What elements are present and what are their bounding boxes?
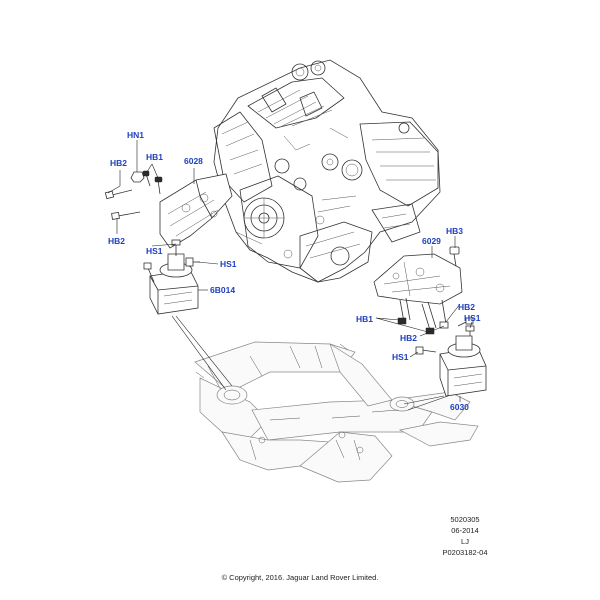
left-fasteners	[104, 170, 163, 220]
illustration-id: P0203182-04	[442, 548, 488, 557]
callout-6028: 6028	[184, 156, 203, 166]
left-mount-bracket	[159, 173, 233, 249]
callout-hb1-right: HB1	[356, 314, 373, 324]
engine-assembly	[213, 59, 441, 283]
reference-date: 06-2014	[451, 526, 479, 535]
reference-initials: LJ	[461, 537, 469, 546]
callout-6030: 6030	[450, 402, 469, 412]
callout-hb1-top: HB1	[146, 152, 163, 162]
right-mount-bracket	[373, 246, 463, 305]
callout-hs1-left-a: HS1	[146, 246, 163, 256]
copyright-notice: © Copyright, 2016. Jaguar Land Rover Lim…	[221, 573, 379, 582]
callout-hb2-left: HB2	[108, 236, 125, 246]
callout-hb2-right-b: HB2	[400, 333, 417, 343]
callout-hs1-right-b: HS1	[392, 352, 409, 362]
left-engine-mount	[143, 239, 200, 315]
callout-hs1-right-a: HS1	[464, 313, 481, 323]
callout-hn1: HN1	[127, 130, 144, 140]
leader-lines	[107, 140, 473, 411]
callout-hs1-left-b: HS1	[220, 259, 237, 269]
callout-hb2-top: HB2	[110, 158, 127, 168]
reference-code: 5020305	[450, 515, 480, 524]
callout-6b014: 6B014	[210, 285, 235, 295]
callout-hb3: HB3	[446, 226, 463, 236]
callout-hb2-right: HB2	[458, 302, 475, 312]
callout-6029: 6029	[422, 236, 441, 246]
front-subframe	[194, 341, 479, 483]
right-engine-mount	[439, 335, 487, 397]
